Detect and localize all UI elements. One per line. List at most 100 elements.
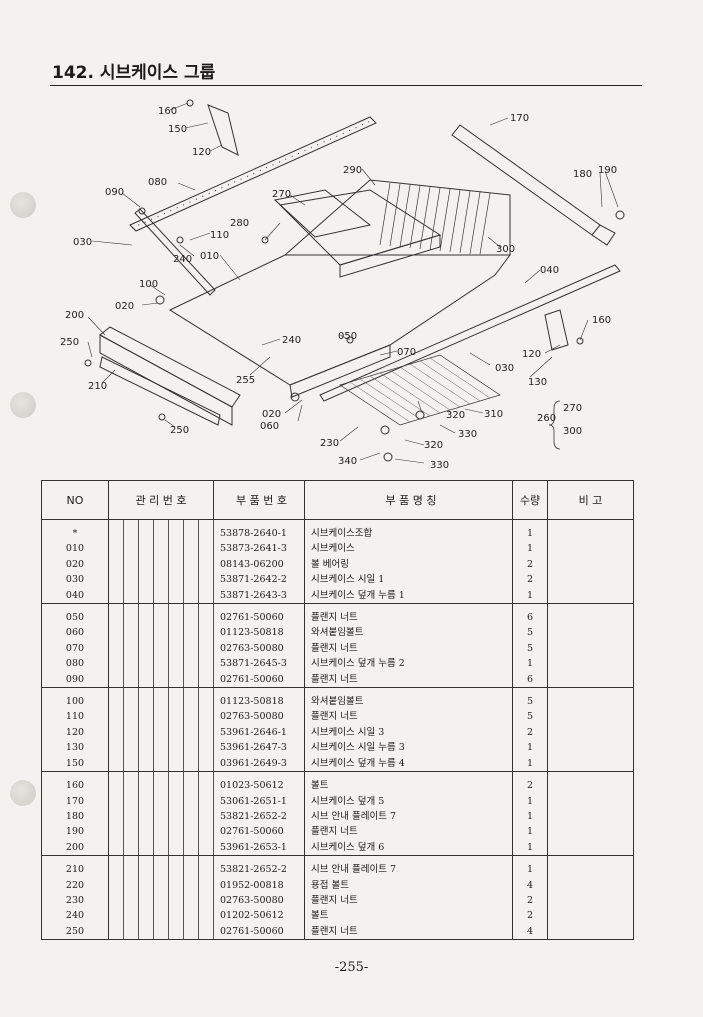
- cell-mgmt: [198, 709, 214, 725]
- cell-quantity: 1: [512, 839, 548, 857]
- cell-no: 130: [41, 740, 109, 756]
- cell-mgmt: [168, 855, 184, 878]
- cell-mgmt: [138, 541, 154, 557]
- cell-mgmt: [138, 519, 154, 542]
- cell-mgmt: [198, 656, 214, 672]
- cell-mgmt: [198, 855, 214, 878]
- cell-mgmt: [153, 824, 169, 840]
- cell-mgmt: [183, 625, 199, 641]
- cell-no: 040: [41, 587, 109, 605]
- cell-mgmt: [198, 519, 214, 542]
- cell-mgmt: [183, 603, 199, 626]
- cell-mgmt: [138, 572, 154, 588]
- cell-mgmt: [123, 808, 139, 825]
- cell-mgmt: [138, 587, 154, 605]
- cell-remarks: [548, 893, 634, 908]
- cell-mgmt: [198, 541, 214, 557]
- cell-mgmt: [138, 923, 154, 941]
- cell-remarks: [548, 625, 634, 640]
- cell-quantity: 2: [512, 892, 548, 909]
- cell-no: 080: [41, 656, 109, 672]
- cell-no: 170: [41, 793, 109, 809]
- cell-mgmt: [123, 709, 139, 725]
- cell-part-name: 시브케이스 덮개 누름 4: [304, 755, 513, 773]
- cell-mgmt: [108, 892, 124, 909]
- cell-mgmt: [168, 556, 184, 573]
- callout-label: 130: [528, 377, 547, 388]
- cell-mgmt: [168, 687, 184, 710]
- cell-part-no: 53821-2652-2: [213, 808, 305, 825]
- cell-no: 010: [41, 541, 109, 557]
- cell-mgmt: [153, 793, 169, 809]
- cell-quantity: 4: [512, 877, 548, 893]
- callout-label: 320: [446, 410, 465, 421]
- cell-mgmt: [183, 572, 199, 588]
- cell-part-no: 53871-2645-3: [213, 656, 305, 672]
- cell-mgmt: [183, 855, 199, 878]
- cell-remarks: [548, 520, 634, 542]
- callout-label: 250: [60, 337, 79, 348]
- cell-mgmt: [108, 793, 124, 809]
- cell-quantity: 1: [512, 656, 548, 672]
- cell-mgmt: [198, 824, 214, 840]
- cell-part-no: 01023-50612: [213, 771, 305, 794]
- cell-mgmt: [198, 839, 214, 857]
- cell-mgmt: [153, 519, 169, 542]
- cell-remarks: [548, 794, 634, 809]
- cell-no: 120: [41, 724, 109, 741]
- cell-part-no: 53821-2652-2: [213, 855, 305, 878]
- cell-no: 070: [41, 640, 109, 657]
- cell-mgmt: [123, 908, 139, 924]
- cell-quantity: 2: [512, 771, 548, 794]
- cell-part-name: 시브케이스: [304, 541, 513, 557]
- cell-mgmt: [123, 541, 139, 557]
- cell-part-name: 와셔붙임볼트: [304, 687, 513, 710]
- cell-mgmt: [138, 640, 154, 657]
- cell-mgmt: [168, 519, 184, 542]
- cell-no: 110: [41, 709, 109, 725]
- cell-part-no: 53873-2641-3: [213, 541, 305, 557]
- callout-label: 320: [424, 440, 443, 451]
- callout-label: 340: [338, 456, 357, 467]
- cell-mgmt: [198, 671, 214, 689]
- punch-hole-middle: [10, 392, 36, 418]
- cell-remarks: [548, 725, 634, 740]
- cell-no: 030: [41, 572, 109, 588]
- cell-part-name: 플랜지 너트: [304, 671, 513, 689]
- cell-quantity: 1: [512, 793, 548, 809]
- cell-no: 240: [41, 908, 109, 924]
- cell-remarks: [548, 709, 634, 724]
- cell-no: 230: [41, 892, 109, 909]
- cell-part-name: 시브케이스 시일 1: [304, 572, 513, 588]
- cell-no: 060: [41, 625, 109, 641]
- cell-no: 180: [41, 808, 109, 825]
- cell-part-name: 볼 베어링: [304, 556, 513, 573]
- cell-mgmt: [108, 771, 124, 794]
- cell-mgmt: [153, 656, 169, 672]
- cell-mgmt: [123, 877, 139, 893]
- cell-mgmt: [183, 923, 199, 941]
- cell-mgmt: [108, 877, 124, 893]
- cell-part-name: 볼트: [304, 908, 513, 924]
- cell-no: 150: [41, 755, 109, 773]
- cell-mgmt: [123, 855, 139, 878]
- cell-mgmt: [153, 855, 169, 878]
- cell-part-name: 시브케이스 시일 3: [304, 724, 513, 741]
- cell-remarks: [548, 772, 634, 794]
- cell-mgmt: [138, 687, 154, 710]
- cell-mgmt: [123, 687, 139, 710]
- cell-remarks: [548, 824, 634, 839]
- cell-mgmt: [153, 603, 169, 626]
- cell-mgmt: [108, 556, 124, 573]
- cell-mgmt: [168, 892, 184, 909]
- cell-mgmt: [108, 755, 124, 773]
- cell-mgmt: [108, 541, 124, 557]
- cell-mgmt: [138, 556, 154, 573]
- callout-label: 040: [540, 265, 559, 276]
- cell-mgmt: [168, 839, 184, 857]
